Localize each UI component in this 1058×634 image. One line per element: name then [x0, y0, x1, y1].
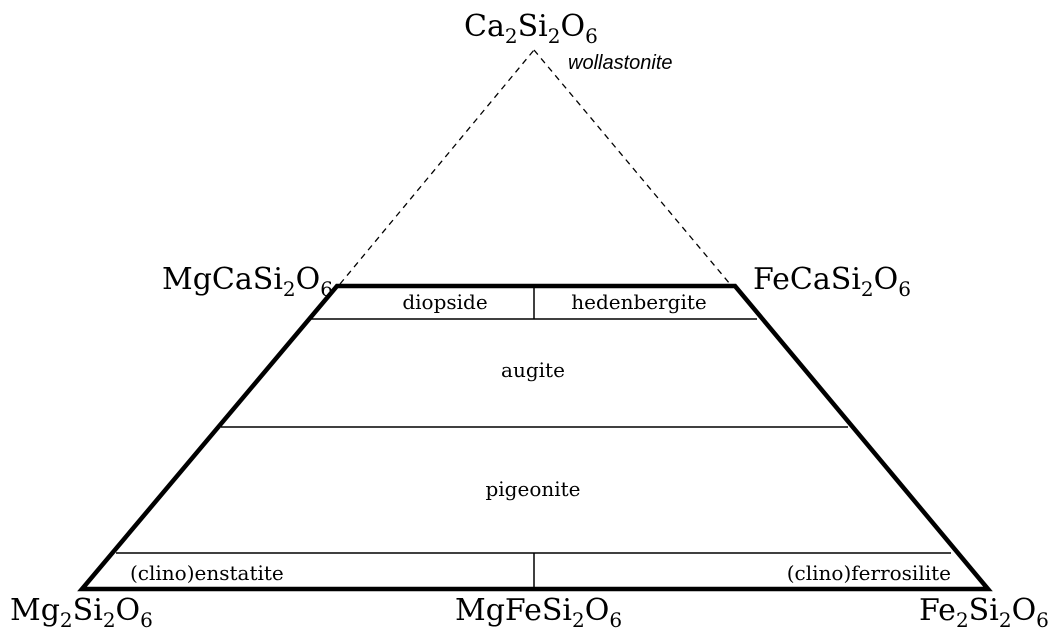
- label-wollastonite: wollastonite: [568, 52, 673, 74]
- field-augite: augite: [501, 358, 565, 382]
- label-mgfesi2o6: MgFeSi2O6: [455, 593, 622, 632]
- label-fecasi2o6: FeCaSi2O6: [753, 262, 911, 301]
- dashed-edge-right: [533, 49, 731, 285]
- field-clinoferrosilite: (clino)ferrosilite: [787, 561, 951, 585]
- dashed-edge-left: [339, 49, 535, 285]
- label-mg2si2o6: Mg2Si2O6: [10, 593, 153, 632]
- field-diopside: diopside: [402, 290, 487, 314]
- label-ca2si2o6: Ca2Si2O6: [464, 9, 598, 48]
- field-clinoenstatite: (clino)enstatite: [130, 561, 284, 585]
- label-fe2si2o6: Fe2Si2O6: [919, 593, 1049, 632]
- field-hedenbergite: hedenbergite: [571, 290, 707, 314]
- field-pigeonite: pigeonite: [485, 477, 580, 501]
- quadrilateral-outline: [77, 283, 993, 592]
- label-mgcasi2o6: MgCaSi2O6: [162, 262, 333, 301]
